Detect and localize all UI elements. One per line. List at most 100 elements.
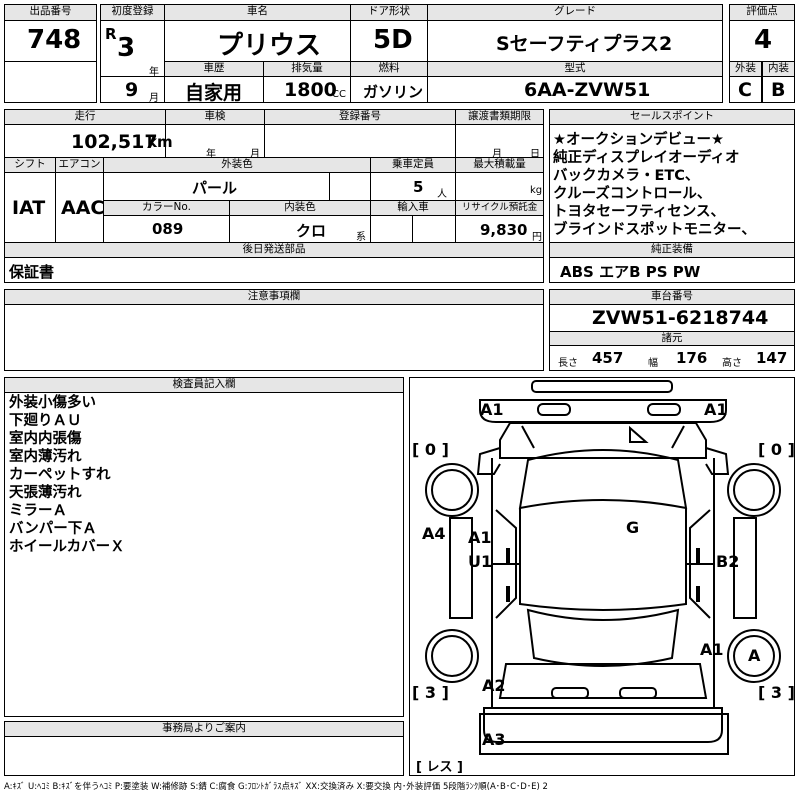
inspector-box: 外装小傷多い 下廻りＡＵ 室内内張傷 室内薄汚れ カーペットすれ 天張薄汚れ ミ… xyxy=(4,392,404,717)
recycle-label: リサイクル預託金 xyxy=(455,200,544,216)
inspection-box: 年 月 xyxy=(165,124,265,160)
dmg-a1-left: A1 xyxy=(480,400,504,419)
legend: A:ｷｽﾞ U:ﾍｺﾐ B:ｷｽﾞを伴うﾍｺﾐ P:要塗装 W:補修跡 S:錆 … xyxy=(4,782,548,792)
color-extra-box xyxy=(329,172,371,201)
sales-line: 純正ディスプレイオーディオ xyxy=(553,150,740,166)
first-reg-label: 初度登録 xyxy=(100,4,165,21)
eval-label: 評価点 xyxy=(729,4,795,21)
car-outline xyxy=(425,380,781,755)
fuel-box: ガソリン xyxy=(350,76,428,103)
import-label: 輸入車 xyxy=(370,200,456,216)
dmg-a1-mid: A1 xyxy=(468,528,492,547)
reg-month: 9 xyxy=(125,79,139,101)
ac-box: AAC xyxy=(55,172,104,243)
dmg-b2: B2 xyxy=(716,552,740,571)
height: 147 xyxy=(756,349,788,367)
width-label: 幅 xyxy=(648,358,658,369)
interior-color: クロ xyxy=(296,222,327,240)
year-unit: 年 xyxy=(149,67,159,78)
import-box-a xyxy=(370,215,413,243)
grade-label: グレード xyxy=(427,4,723,21)
colorno-box: 089 xyxy=(103,215,230,243)
colorno-label: カラーNo. xyxy=(103,200,230,216)
history-label: 車歴 xyxy=(164,61,264,77)
ext-grade: C xyxy=(738,79,752,101)
later-parts: 保証書 xyxy=(9,263,55,281)
car-diagram: A1 A1 [ 0 ] [ 0 ] A4 A1 U1 G B2 A1 A [ 3… xyxy=(409,377,795,776)
car-name-box: プリウス xyxy=(164,20,351,62)
sales-line: ★オークションデビュー★ xyxy=(553,132,724,148)
displacement-box: 1800 CC xyxy=(263,76,351,103)
interior-label: 内装色 xyxy=(229,200,371,216)
equip: ABS エアB PS PW xyxy=(560,263,701,281)
interior-box: クロ 系 xyxy=(229,215,371,243)
capacity-box: 5 人 xyxy=(370,172,456,201)
ext-label: 外装 xyxy=(729,61,762,77)
transfer-label: 譲渡書類期限 xyxy=(455,109,544,125)
sales-line: バックカメラ・ETC、 xyxy=(553,168,700,184)
history: 自家用 xyxy=(185,82,243,104)
door-label: ドア形状 xyxy=(350,4,428,21)
inspection-month-unit: 月 xyxy=(250,149,260,160)
door-type: 5D xyxy=(373,25,413,55)
colorno: 089 xyxy=(152,220,184,238)
lot-empty xyxy=(4,61,97,103)
chassis-number: ZVW51-6218744 xyxy=(592,307,769,329)
regno-label: 登録番号 xyxy=(264,109,456,125)
sales-line: クルーズコントロール、 xyxy=(553,186,712,202)
month-unit: 月 xyxy=(149,93,159,104)
model: 6AA-ZVW51 xyxy=(524,79,651,101)
capacity: 5 xyxy=(413,178,424,196)
displacement: 1800 xyxy=(284,79,337,101)
reg-year: 3 xyxy=(117,33,136,63)
load-unit: kg xyxy=(530,185,543,196)
sales-line: トヨタセーフティセンス、 xyxy=(553,204,725,220)
inspector-line: 下廻りＡＵ xyxy=(9,413,82,429)
inspector-label: 検査員記入欄 xyxy=(4,377,404,393)
yen-unit: 円 xyxy=(532,232,542,243)
ac: AAC xyxy=(61,197,105,219)
inspection-year-unit: 年 xyxy=(206,149,216,160)
history-box: 自家用 xyxy=(164,76,264,104)
car-name: プリウス xyxy=(217,31,322,61)
tread-rl: [ 3 ] xyxy=(412,683,449,702)
grade-box: Sセーフティプラス2 xyxy=(427,20,723,62)
era: R xyxy=(105,25,117,43)
dims-box: 長さ 457 幅 176 高さ 147 xyxy=(549,345,795,371)
int-label: 内装 xyxy=(762,61,795,77)
height-label: 高さ xyxy=(722,358,742,369)
dims-label: 諸元 xyxy=(549,331,795,346)
sales-box: ★オークションデビュー★ 純正ディスプレイオーディオ バックカメラ・ETC、 ク… xyxy=(549,124,795,243)
dmg-g: G xyxy=(626,518,640,537)
lot-box: 748 xyxy=(4,20,97,62)
model-label: 型式 xyxy=(427,61,723,77)
inspector-line: ミラーＡ xyxy=(9,503,67,519)
office-label: 事務局よりご案内 xyxy=(4,721,404,737)
inspector-line: 室内薄汚れ xyxy=(9,449,82,465)
int-grade: B xyxy=(771,79,786,101)
shift-box: IAT xyxy=(4,172,56,243)
dmg-a1-rr: A1 xyxy=(700,640,724,659)
tread-fr: [ 0 ] xyxy=(758,440,795,459)
eval-score: 4 xyxy=(754,25,773,55)
first-reg-year-box: R 3 年 xyxy=(100,20,165,78)
inspection-label: 車検 xyxy=(165,109,265,125)
import-box-b xyxy=(412,215,456,243)
later-label: 後日発送部品 xyxy=(4,242,544,258)
recycle: 9,830 xyxy=(480,221,528,239)
inspector-line: カーペットすれ xyxy=(9,467,111,483)
capacity-label: 乗車定員 xyxy=(370,157,456,173)
lot-label: 出品番号 xyxy=(4,4,97,21)
first-reg-month-box: 9 月 xyxy=(100,76,165,104)
sales-line: ブラインドスポットモニター、 xyxy=(553,222,756,238)
spare-tire: [ レス ] xyxy=(416,760,463,775)
equip-box: ABS エアB PS PW xyxy=(549,257,795,283)
notes-label: 注意事項欄 xyxy=(4,289,544,305)
dmg-a4: A4 xyxy=(422,524,446,543)
door-box: 5D xyxy=(350,20,428,62)
later-box: 保証書 xyxy=(4,257,544,283)
int-box: B xyxy=(762,76,795,103)
color: パール xyxy=(192,179,238,197)
eval-box: 4 xyxy=(729,20,795,62)
dmg-a2: A2 xyxy=(482,676,506,695)
